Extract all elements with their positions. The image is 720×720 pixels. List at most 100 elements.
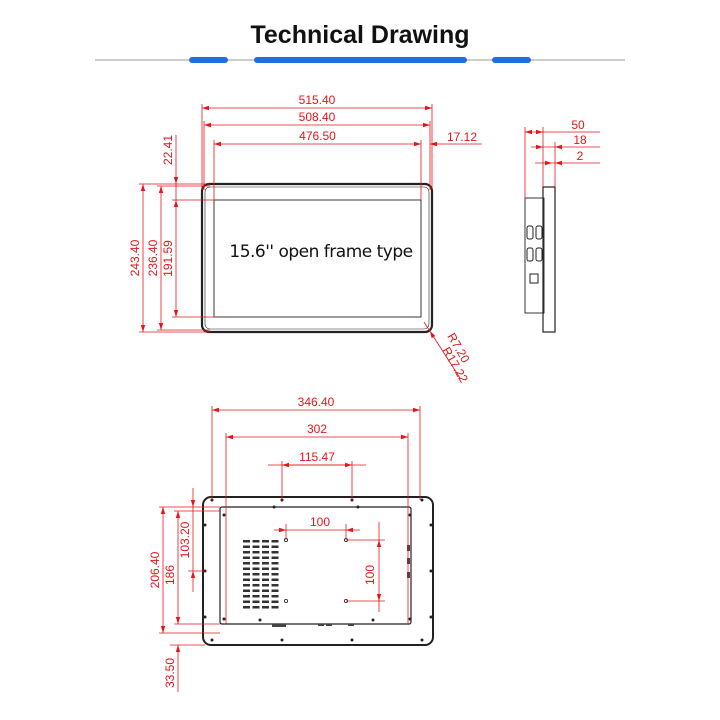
vent-slot bbox=[252, 551, 260, 554]
vent-slot bbox=[271, 578, 279, 581]
dimension-arrow bbox=[158, 323, 164, 330]
dimension-arrow bbox=[190, 500, 196, 507]
vent-slot bbox=[243, 589, 250, 592]
dimension-label: 243.40 bbox=[128, 239, 142, 276]
dimension-arrow bbox=[545, 160, 552, 166]
dimension-arrow bbox=[279, 527, 286, 533]
vent-slot bbox=[243, 595, 250, 598]
vent-slot bbox=[262, 562, 269, 565]
dimension-label: 186 bbox=[163, 565, 177, 585]
dimension-label: 50 bbox=[571, 118, 585, 132]
screw-hole bbox=[429, 615, 433, 619]
vent-slot bbox=[262, 606, 269, 609]
vent-slot bbox=[252, 562, 260, 565]
dimension-arrow bbox=[140, 184, 146, 191]
dimension-label: 18 bbox=[573, 133, 587, 147]
dimension-arrow bbox=[376, 594, 382, 601]
screw-hole bbox=[356, 505, 360, 509]
side-view bbox=[524, 186, 556, 333]
vent-slot bbox=[262, 573, 269, 576]
dimension-arrow bbox=[160, 507, 166, 514]
dimension-label: 476.50 bbox=[299, 129, 336, 143]
dimension-label: 100 bbox=[363, 565, 377, 585]
dimension-label: 103.20 bbox=[178, 521, 192, 558]
vent-slot bbox=[271, 606, 279, 609]
dimension-arrow bbox=[536, 144, 543, 150]
dimension-label: 236.40 bbox=[146, 239, 160, 276]
serial-port-3 bbox=[526, 247, 534, 262]
vent-slot bbox=[243, 606, 250, 609]
vent-slot bbox=[252, 540, 260, 543]
dimension-arrow bbox=[425, 105, 432, 111]
dimension-arrow bbox=[160, 626, 166, 633]
vent-slot bbox=[262, 600, 269, 603]
front-view: 15.6'' open frame type bbox=[200, 182, 434, 334]
connector bbox=[348, 624, 354, 626]
vent-slot bbox=[271, 595, 279, 598]
dimension-label: 2 bbox=[577, 149, 584, 163]
vent-slot bbox=[262, 540, 269, 543]
dimension-arrow bbox=[214, 141, 221, 147]
back-inner bbox=[219, 506, 412, 625]
vent-slot bbox=[243, 540, 250, 543]
screw-hole bbox=[280, 638, 284, 642]
dimension-arrow bbox=[430, 331, 436, 339]
screw-hole bbox=[222, 617, 226, 621]
screw-hole bbox=[429, 523, 433, 527]
vent-slot bbox=[243, 556, 250, 559]
dimension-arrow bbox=[376, 540, 382, 547]
vent-slot bbox=[243, 600, 250, 603]
dimension-label: 191.59 bbox=[161, 240, 175, 277]
vent-slot bbox=[252, 545, 260, 548]
vent-slot bbox=[271, 600, 279, 603]
vent-slot bbox=[262, 595, 269, 598]
dimension-arrow bbox=[525, 129, 532, 135]
screw-hole bbox=[408, 513, 412, 517]
dimension-arrow bbox=[173, 200, 179, 207]
side-front-panel bbox=[542, 186, 556, 333]
dimension-arrow bbox=[173, 177, 179, 184]
vent-slot bbox=[243, 562, 250, 565]
vent-slot bbox=[252, 589, 260, 592]
vent-slot bbox=[252, 556, 260, 559]
vent-slot bbox=[271, 556, 279, 559]
connector bbox=[318, 624, 324, 626]
screw-hole bbox=[203, 615, 207, 619]
dimension-arrow bbox=[226, 434, 233, 440]
vent-slot bbox=[262, 545, 269, 548]
screw-hole bbox=[222, 513, 226, 517]
connector bbox=[407, 572, 410, 578]
dimension-arrow bbox=[204, 122, 211, 128]
side-body bbox=[524, 197, 545, 314]
dimension-label: 515.40 bbox=[299, 93, 336, 107]
vent-slot bbox=[243, 545, 250, 548]
vent-slot bbox=[262, 584, 269, 587]
dimension-arrow bbox=[202, 105, 209, 111]
vent-slot bbox=[243, 584, 250, 587]
vent-slot bbox=[271, 562, 279, 565]
dimension-arrow bbox=[414, 141, 421, 147]
connector bbox=[272, 624, 286, 627]
vent-slot bbox=[271, 545, 279, 548]
screw-hole bbox=[258, 618, 262, 622]
dimension-label: 115.47 bbox=[299, 450, 335, 464]
vent-slot bbox=[262, 578, 269, 581]
vent-slot bbox=[262, 556, 269, 559]
dimension-arrow bbox=[555, 144, 562, 150]
vent-slot bbox=[252, 567, 260, 570]
dimension-label: 508.40 bbox=[299, 110, 336, 124]
header: Technical Drawing bbox=[95, 21, 625, 63]
dimension-arrow bbox=[423, 122, 430, 128]
vent-slot bbox=[252, 584, 260, 587]
vent-slot bbox=[262, 567, 269, 570]
serial-port-1 bbox=[526, 225, 534, 240]
vent-slot bbox=[262, 551, 269, 554]
front-screen bbox=[213, 199, 422, 318]
dimension-label: 206.40 bbox=[148, 551, 162, 588]
dimension-arrow bbox=[413, 407, 420, 413]
dimension-arrow bbox=[212, 407, 219, 413]
dimension-arrow bbox=[175, 511, 181, 518]
vent-slot bbox=[243, 573, 250, 576]
